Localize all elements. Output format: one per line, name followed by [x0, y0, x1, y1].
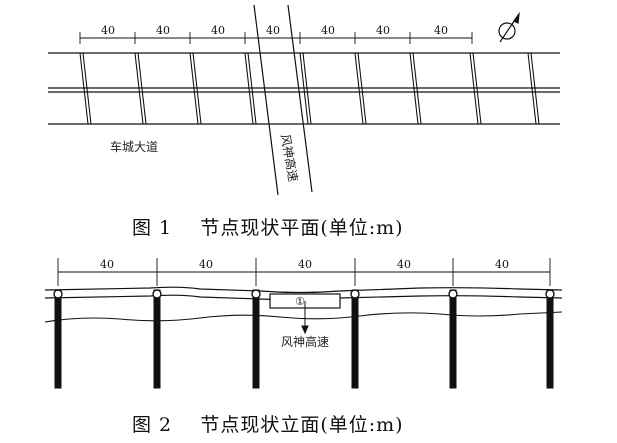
spacing-label: 40: [298, 258, 312, 271]
figure-1-caption: 图 1 节点现状平面(单位:m): [132, 213, 404, 240]
spacing-label: 40: [321, 24, 335, 37]
section-marker: ①: [295, 295, 305, 308]
figure-2-caption: 图 2 节点现状立面(单位:m): [132, 410, 404, 437]
spacing-label: 40: [101, 24, 115, 37]
cross-road-label: 风神高速: [278, 133, 301, 183]
plan-piers: [79, 52, 540, 125]
plan-dimension-labels: 40 40 40 40 40 40 40: [101, 24, 448, 37]
north-arrow-icon: [498, 11, 520, 43]
deck-top-line: [44, 286, 563, 294]
spacing-label: 40: [199, 258, 213, 271]
pier-line: [357, 52, 367, 125]
cross-road-edge-right: [287, 4, 313, 193]
pier-line: [469, 52, 479, 125]
elevation-view: [44, 258, 563, 389]
pier-line: [192, 52, 202, 125]
pier: [152, 289, 162, 389]
pier: [545, 289, 555, 389]
pier-line: [244, 52, 254, 125]
pier: [53, 289, 63, 389]
plan-dimension-ticks: [79, 32, 473, 44]
pier-line: [527, 52, 537, 125]
pier-line: [299, 52, 309, 125]
pier-line: [409, 52, 419, 125]
pier-line: [189, 52, 199, 125]
leader-arrow-icon: [301, 325, 309, 335]
pier-line: [530, 52, 540, 125]
cross-road-edge-left: [253, 4, 279, 196]
elev-piers: [53, 289, 555, 389]
spacing-label: 40: [266, 24, 280, 37]
spacing-label: 40: [434, 24, 448, 37]
pier-line: [302, 52, 312, 125]
pier-line: [137, 52, 147, 125]
spacing-label: 40: [211, 24, 225, 37]
pier-line: [472, 52, 482, 125]
pier-line: [247, 52, 257, 125]
pier-line: [134, 52, 144, 125]
pier: [251, 289, 261, 389]
elev-dimension-labels: 40 40 40 40 40: [100, 258, 509, 271]
caption-label: 图 1: [132, 217, 173, 239]
pier-line: [79, 52, 89, 125]
spacing-label: 40: [156, 24, 170, 37]
caption-text: 节点现状平面(单位:m): [200, 217, 404, 239]
spacing-label: 40: [376, 24, 390, 37]
plan-view: [48, 4, 560, 196]
spacing-label: 40: [495, 258, 509, 271]
caption-label: 图 2: [132, 414, 173, 436]
pier: [350, 289, 360, 389]
pier: [448, 289, 458, 389]
pier-line: [412, 52, 422, 125]
cross-road-label-elev: 风神高速: [281, 334, 329, 349]
elev-dimension-ticks: [57, 258, 551, 286]
caption-text: 节点现状立面(单位:m): [200, 414, 404, 436]
ground-line: [44, 311, 563, 323]
spacing-label: 40: [100, 258, 114, 271]
pier-line: [354, 52, 364, 125]
spacing-label: 40: [397, 258, 411, 271]
pier-line: [82, 52, 92, 125]
main-road-label: 车城大道: [110, 139, 158, 154]
